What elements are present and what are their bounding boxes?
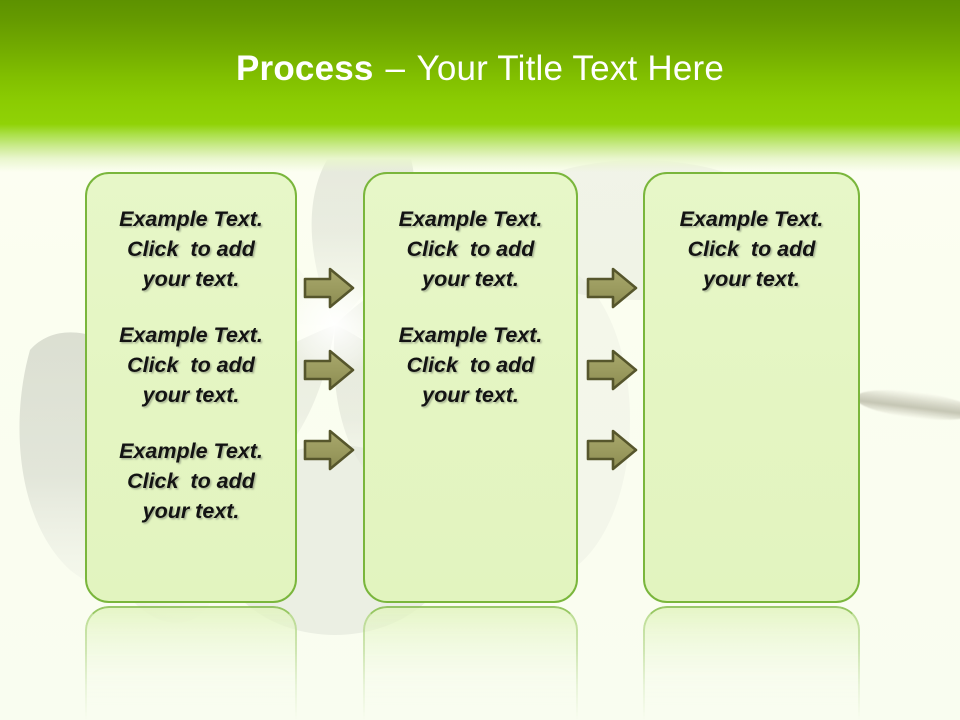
placeholder-text-line: Example Text. [398, 207, 543, 231]
placeholder-text-line: your text. [703, 267, 800, 291]
placeholder-text-line: Click to add [127, 237, 255, 261]
placeholder-text-line: Click to add [127, 469, 255, 493]
placeholder-text-line: your text. [422, 383, 519, 407]
placeholder-text-block[interactable]: Example Text. Click to add your text. [101, 436, 281, 526]
placeholder-text-block[interactable]: Example Text. Click to add your text. [379, 204, 562, 294]
placeholder-text-block[interactable]: Example Text. Click to add your text. [101, 204, 281, 294]
process-box-3[interactable]: Example Text. Click to add your text. [643, 172, 860, 603]
title-banner [0, 0, 960, 124]
placeholder-text-line: Example Text. [679, 207, 824, 231]
arrow-right-icon [586, 348, 638, 392]
placeholder-text-line: Example Text. [119, 439, 263, 463]
arrow-right-icon [303, 266, 355, 310]
box-3-content: Example Text. Click to add your text. [645, 204, 858, 294]
placeholder-text-line: Click to add [406, 353, 535, 377]
placeholder-text-line: your text. [142, 383, 240, 407]
placeholder-text-line: Example Text. [119, 207, 263, 231]
title-banner-fade [0, 124, 960, 172]
placeholder-text-line: Example Text. [398, 323, 543, 347]
placeholder-text-line: Click to add [127, 353, 255, 377]
placeholder-text-block[interactable]: Example Text. Click to add your text. [379, 320, 562, 410]
placeholder-text-block[interactable]: Example Text. Click to add your text. [101, 320, 281, 410]
reflection-box-3 [643, 606, 860, 720]
arrow-right-icon [303, 348, 355, 392]
arrow-right-icon [303, 428, 355, 472]
page-title-rest: Your Title Text Here [416, 49, 724, 88]
page-title-strong: Process [235, 49, 374, 88]
placeholder-text-line: your text. [422, 267, 519, 291]
placeholder-text-block[interactable]: Example Text. Click to add your text. [659, 204, 844, 294]
placeholder-text-line: Example Text. [119, 323, 263, 347]
arrow-right-icon [586, 266, 638, 310]
reflection-box-2 [363, 606, 578, 720]
placeholder-text-line: Click to add [687, 237, 816, 261]
placeholder-text-line: your text. [142, 499, 240, 523]
placeholder-text-line: your text. [142, 267, 240, 291]
placeholder-text-line: Click to add [406, 237, 535, 261]
reflection-box-1 [85, 606, 297, 720]
arrow-right-icon [586, 428, 638, 472]
page-title: Process – Your Title Text Here [0, 48, 960, 90]
page-title-dash: – [385, 49, 406, 88]
